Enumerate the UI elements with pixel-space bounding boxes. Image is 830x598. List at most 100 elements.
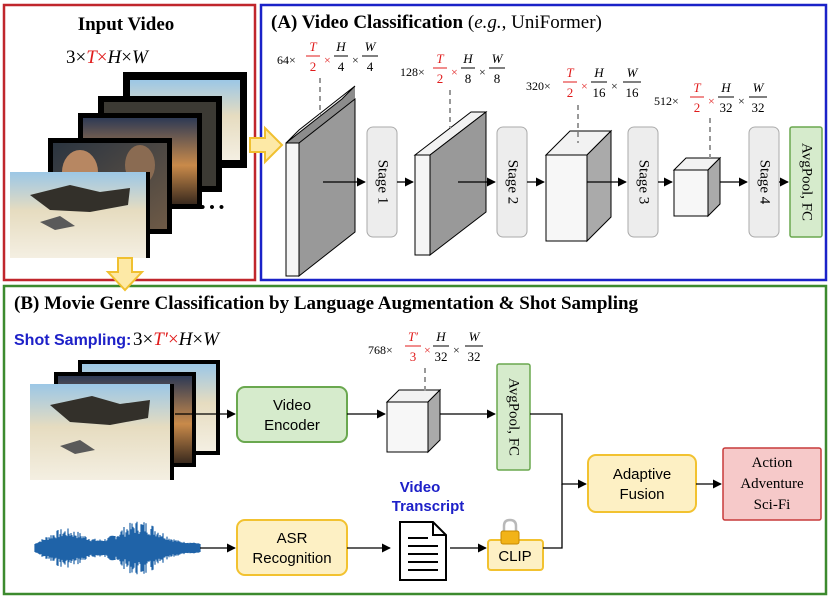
svg-text:ASR: ASR — [277, 530, 308, 547]
feature-label-stage4: 512× T 2 × H 32 × W 32 — [654, 80, 767, 115]
svg-text:W: W — [627, 65, 639, 80]
svg-text:×: × — [451, 65, 458, 79]
audio-waveform-icon — [34, 521, 201, 575]
svg-text:H: H — [462, 51, 473, 66]
video-transcript-label: Video Transcript — [392, 479, 465, 515]
svg-text:8: 8 — [494, 71, 501, 86]
avgpool-fc-label-a: AvgPool, FC — [799, 143, 815, 221]
input-video-title: Input Video — [78, 14, 175, 35]
avgpool-fc-box-a: AvgPool, FC — [789, 126, 823, 238]
svg-text:T: T — [693, 80, 701, 95]
svg-text:16: 16 — [593, 85, 607, 100]
genre-2: Adventure — [740, 476, 804, 492]
svg-text:16: 16 — [626, 85, 640, 100]
genre-1: Action — [752, 455, 793, 471]
svg-text:320×: 320× — [526, 79, 551, 93]
feature-label-stage1: 64× T 2 × H 4 × W 4 — [277, 39, 378, 74]
stage-2-box: Stage 2 — [496, 126, 528, 238]
svg-text:×: × — [424, 343, 431, 357]
svg-text:W: W — [753, 80, 765, 95]
svg-text:8: 8 — [465, 71, 472, 86]
cuboid-b — [385, 388, 442, 454]
arrow-input-to-a — [249, 125, 284, 165]
feature-label-stage2: 128× T 2 × H 8 × W 8 — [400, 51, 505, 86]
svg-text:32: 32 — [752, 100, 765, 115]
svg-text:32: 32 — [468, 349, 481, 364]
panel-a-title: (A) Video Classification (e.g., UniForme… — [271, 12, 602, 33]
svg-text:H: H — [335, 39, 346, 54]
svg-text:×: × — [708, 94, 715, 108]
svg-text:768×: 768× — [368, 343, 393, 357]
stage-4-box: Stage 4 — [748, 126, 780, 238]
shot-sampling-label: Shot Sampling: — [14, 332, 131, 349]
cuboid-1 — [285, 85, 356, 278]
svg-text:512×: 512× — [654, 94, 679, 108]
genre-3: Sci-Fi — [754, 497, 791, 513]
feature-label-stage3: 320× T 2 × H 16 × W 16 — [526, 65, 641, 100]
feature-label-b: 768× T′ 3 × H 32 × W 32 — [368, 329, 483, 364]
svg-text:T: T — [566, 65, 574, 80]
shot-frame-stack — [30, 360, 220, 480]
svg-text:128×: 128× — [400, 65, 425, 79]
svg-text:T: T — [309, 39, 317, 54]
svg-text:2: 2 — [567, 85, 574, 100]
svg-text:×: × — [479, 65, 486, 79]
input-frame-stack: • • • — [10, 72, 247, 258]
svg-text:32: 32 — [435, 349, 448, 364]
svg-text:×: × — [352, 53, 359, 67]
document-icon — [399, 521, 447, 581]
asr-recognition-box: ASR Recognition — [236, 519, 348, 576]
svg-text:2: 2 — [694, 100, 701, 115]
stage-4-label: Stage 4 — [757, 160, 773, 205]
clip-box: CLIP — [487, 539, 544, 571]
avgpool-fc-box-b: AvgPool, FC — [496, 363, 531, 471]
svg-text:W: W — [492, 51, 504, 66]
arrow-input-to-b — [105, 257, 145, 292]
svg-text:Video: Video — [273, 397, 311, 414]
cuboid-4 — [672, 156, 722, 218]
genre-classification-panel — [2, 284, 828, 596]
input-dims-formula: 3×T×H×W — [66, 47, 150, 68]
svg-text:32: 32 — [720, 100, 733, 115]
stage-1-box: Stage 1 — [366, 126, 398, 238]
svg-text:T′: T′ — [408, 329, 418, 344]
stage-1-label: Stage 1 — [375, 160, 391, 205]
cuboid-3 — [544, 129, 613, 243]
svg-text:Encoder: Encoder — [264, 417, 320, 434]
svg-text:×: × — [738, 94, 745, 108]
svg-text:Recognition: Recognition — [252, 550, 331, 567]
cuboid-2 — [413, 110, 488, 257]
svg-text:Transcript: Transcript — [392, 498, 465, 515]
svg-text:H: H — [593, 65, 604, 80]
svg-text:2: 2 — [437, 71, 444, 86]
video-encoder-box: Video Encoder — [236, 386, 348, 443]
svg-text:64×: 64× — [277, 53, 296, 67]
svg-text:H: H — [720, 80, 731, 95]
stage-3-box: Stage 3 — [627, 126, 659, 238]
svg-text:×: × — [611, 79, 618, 93]
svg-text:W: W — [469, 329, 481, 344]
svg-text:3: 3 — [410, 349, 417, 364]
avgpool-fc-label-b: AvgPool, FC — [506, 378, 522, 456]
svg-text:4: 4 — [367, 59, 374, 74]
svg-text:Fusion: Fusion — [619, 486, 664, 503]
panel-b-arrows — [175, 409, 722, 553]
svg-text:×: × — [324, 53, 331, 67]
svg-text:T: T — [436, 51, 444, 66]
svg-text:×: × — [581, 79, 588, 93]
svg-text:Video: Video — [400, 479, 441, 496]
frames-ellipsis: • • • — [200, 199, 224, 216]
panel-b-title: (B) Movie Genre Classification by Langua… — [14, 293, 639, 314]
genre-output-box: Action Adventure Sci-Fi — [722, 447, 822, 521]
shot-dims-formula: 3×T′×H×W — [133, 329, 221, 350]
lock-icon — [500, 518, 520, 545]
svg-text:CLIP: CLIP — [498, 548, 531, 565]
svg-text:×: × — [453, 343, 460, 357]
adaptive-fusion-box: Adaptive Fusion — [587, 454, 697, 513]
svg-text:H: H — [435, 329, 446, 344]
svg-text:Adaptive: Adaptive — [613, 466, 671, 483]
stage-2-label: Stage 2 — [505, 160, 521, 205]
svg-text:W: W — [365, 39, 377, 54]
svg-text:4: 4 — [338, 59, 345, 74]
